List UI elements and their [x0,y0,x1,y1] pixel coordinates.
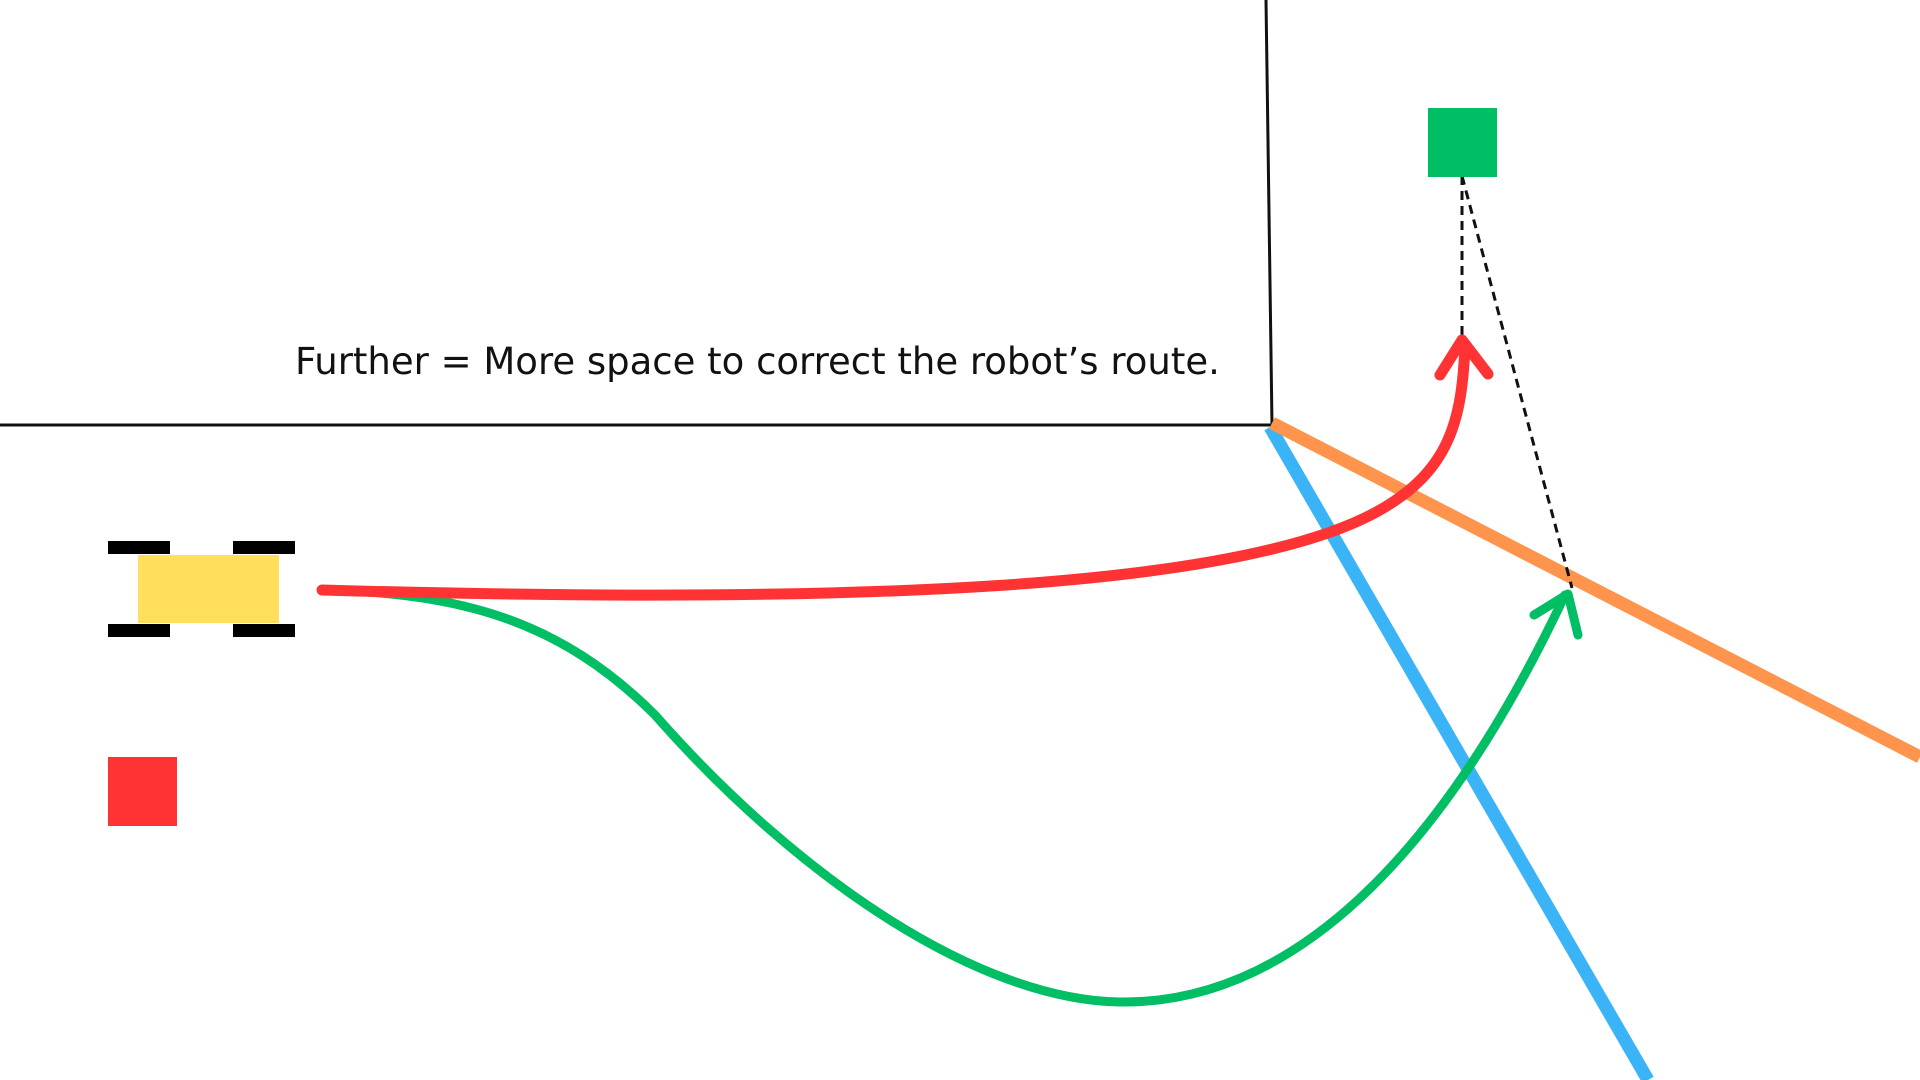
robot-car-icon [108,541,295,637]
robot-wheel-rear-right [233,624,295,637]
green-square-icon [1428,108,1497,177]
red-route-path [316,339,1471,601]
caption-text: Further = More space to correct the robo… [295,340,1220,383]
robot-wheel-front-right [233,541,295,554]
green-route-path [317,585,1570,1007]
robot-wheel-front-left [108,541,170,554]
red-square-icon [108,757,177,826]
robot-wheel-rear-left [108,624,170,637]
green-route-arrowhead [1529,589,1583,640]
dashed-guide-diagonal [1460,175,1574,589]
red-route-arrowhead [1434,334,1494,381]
robot-body [138,555,279,623]
orange-boundary-line [1269,417,1920,763]
